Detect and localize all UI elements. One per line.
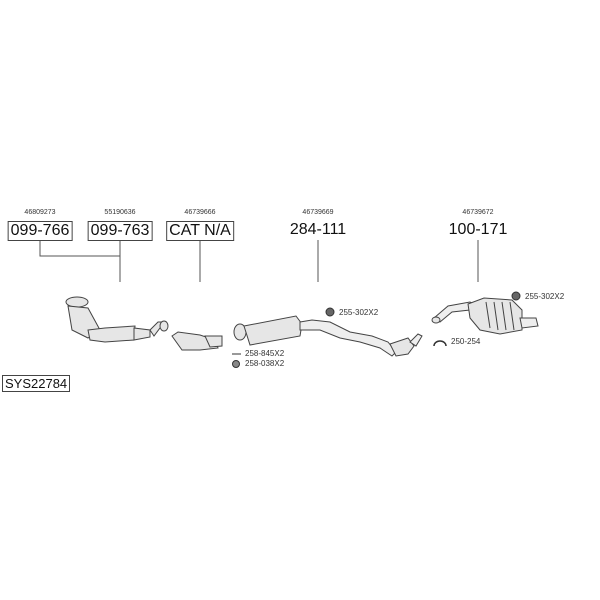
- oe-number: 46739672: [462, 209, 494, 216]
- oe-number: 46809273: [24, 209, 56, 216]
- accessory-label[interactable]: 255-302X2: [339, 308, 379, 317]
- nut-icon: [232, 360, 240, 368]
- part-number-link[interactable]: CAT N/A: [166, 221, 234, 241]
- part-number-link[interactable]: 099-763: [87, 221, 153, 241]
- accessory-icons: [232, 291, 521, 368]
- rear-silencer-part[interactable]: [431, 297, 539, 335]
- manifold-part[interactable]: [65, 296, 151, 343]
- system-code: SYS22784: [2, 375, 71, 392]
- accessory-label[interactable]: 250-254: [451, 337, 481, 346]
- accessory-label[interactable]: 258-038X2: [245, 359, 285, 368]
- leader-lines: [39, 240, 479, 282]
- accessory-label[interactable]: 258-845X2: [245, 349, 285, 358]
- front-pipe-part[interactable]: [149, 320, 169, 337]
- rubber-hanger-icon-2: [511, 291, 521, 301]
- oe-number: 46739669: [302, 209, 334, 216]
- leader-line-099-766: [39, 240, 120, 257]
- part-number-link[interactable]: 284-111: [289, 221, 347, 238]
- clamp-icon: [433, 340, 447, 347]
- exhaust-parts: [65, 296, 539, 357]
- oe-number: 46739666: [184, 209, 216, 216]
- part-number-link[interactable]: 100-171: [448, 221, 508, 238]
- middle-silencer-part[interactable]: [233, 315, 423, 357]
- catalytic-converter-part[interactable]: [171, 331, 223, 351]
- rubber-hanger-icon: [325, 307, 335, 317]
- oe-number: 55190636: [104, 209, 136, 216]
- part-number-link[interactable]: 099-766: [7, 221, 73, 241]
- accessory-label[interactable]: 255-302X2: [525, 292, 565, 301]
